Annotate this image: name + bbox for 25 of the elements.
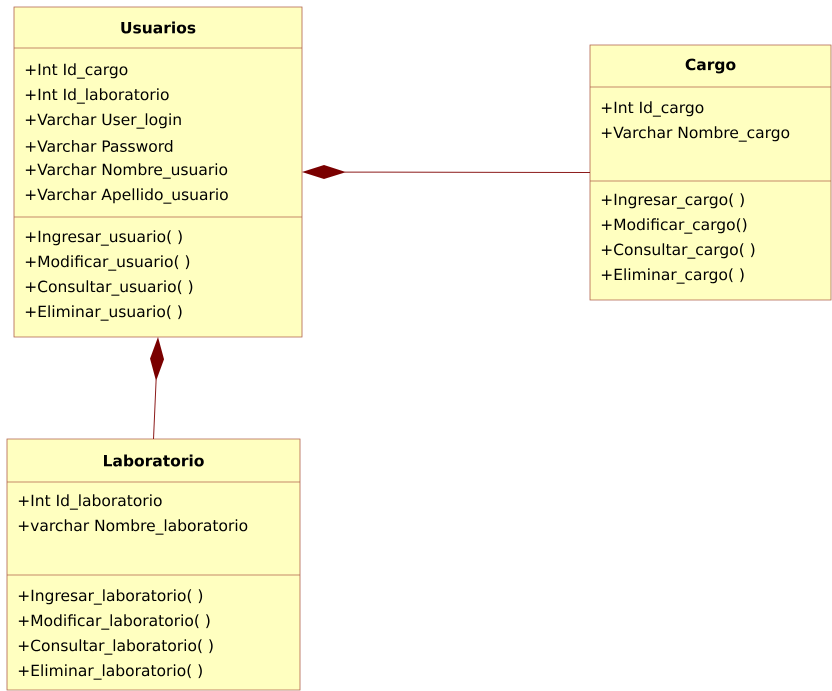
attribute-text: +Int Id_laboratorio [26, 88, 169, 104]
method-text: +Consultar_cargo( ) [602, 243, 754, 259]
attribute-text: +Int Id_laboratorio [18, 494, 162, 510]
method-text: +Ingresar_usuario( ) [26, 230, 182, 246]
attribute-text: +Int Id_cargo [26, 63, 128, 79]
method-text: +Ingresar_cargo( ) [602, 193, 744, 209]
attribute-text: +Varchar Apellido_usuario [26, 188, 228, 204]
attribute-text: +varchar Nombre_laboratorio [18, 519, 248, 535]
method-text: +Modificar_usuario( ) [26, 255, 190, 271]
class-name: Cargo [686, 58, 736, 74]
attribute-text: +Varchar Nombre_usuario [26, 163, 228, 179]
method-text: +Modificar_laboratorio( ) [18, 614, 210, 630]
method-text: +Eliminar_cargo( ) [602, 268, 744, 284]
attribute-text: +Int Id_cargo [602, 101, 704, 117]
method-text: +Consultar_laboratorio( ) [18, 639, 213, 655]
attribute-text: +Varchar Password [26, 140, 172, 152]
method-text: +Eliminar_usuario( ) [26, 305, 182, 321]
method-text: +Consultar_usuario( ) [26, 280, 192, 296]
method-text: +Ingresar_laboratorio( ) [18, 589, 202, 605]
class-name: Laboratorio [104, 454, 204, 466]
class-name: Usuarios [121, 22, 196, 34]
method-text: +Modificar_cargo() [602, 218, 746, 234]
attribute-text: +Varchar User_login [26, 113, 181, 129]
attribute-text: +Varchar Nombre_cargo [602, 126, 790, 142]
method-text: +Eliminar_laboratorio( ) [18, 664, 202, 680]
